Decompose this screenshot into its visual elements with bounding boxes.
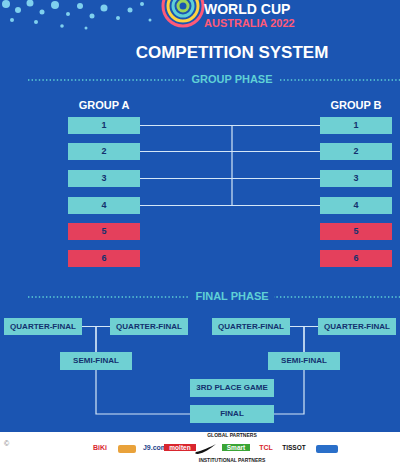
copyright-mark: © (4, 440, 9, 448)
section-heading: FINAL PHASE (190, 290, 273, 303)
logo-subtext: AUSTRALIA 2022 (204, 17, 295, 30)
sponsor-logo: BiKi (93, 444, 107, 452)
sponsor-logo: TISSOT (282, 444, 305, 451)
sponsor-logo: Smart (222, 444, 250, 451)
bracket-line (82, 327, 96, 353)
match-name: QUARTER-FINAL (218, 323, 284, 331)
group-slot-box: 2 (320, 143, 392, 160)
group-heading: GROUP B (330, 99, 381, 112)
group-slot-box: 5 (320, 223, 392, 240)
match-box: QUARTER-FINAL (212, 318, 290, 335)
slot-number: 3 (101, 174, 106, 183)
bracket-line (274, 370, 304, 414)
group-slot-box: 6 (320, 250, 392, 267)
slot-number: 2 (101, 147, 106, 156)
match-name: QUARTER-FINAL (324, 323, 390, 331)
group-link-line (231, 126, 232, 206)
match-name: SEMI-FINAL (73, 357, 119, 365)
bubbles (2, 0, 152, 30)
match-box: FINAL (190, 405, 274, 423)
slot-number: 6 (101, 254, 106, 263)
match-box: 3RD PLACE GAME (190, 379, 274, 397)
match-box: SEMI-FINAL (60, 352, 132, 370)
page-title: COMPETITION SYSTEM (136, 43, 329, 63)
match-box: QUARTER-FINAL (318, 318, 396, 335)
bracket-line (140, 205, 320, 206)
match-name: 3RD PLACE GAME (196, 384, 268, 392)
match-name: QUARTER-FINAL (10, 323, 76, 331)
slot-number: 1 (353, 121, 358, 130)
match-box: QUARTER-FINAL (110, 318, 188, 335)
match-box: QUARTER-FINAL (4, 318, 82, 335)
slot-number: 4 (101, 201, 106, 210)
group-slot-box: 4 (320, 197, 392, 214)
slot-number: 5 (353, 227, 358, 236)
sponsor-logo: TCL (259, 444, 273, 452)
group-slot-box: 1 (320, 117, 392, 134)
sponsor-heading: GLOBAL PARTNERS (207, 433, 257, 439)
bracket-line (140, 151, 320, 152)
sponsor-strip (0, 432, 400, 466)
sponsor-logo (316, 445, 338, 453)
slot-number: 2 (353, 147, 358, 156)
group-heading: GROUP A (79, 99, 130, 112)
slot-number: 4 (353, 201, 358, 210)
slot-number: 1 (101, 121, 106, 130)
logo-text: WORLD CUP (204, 1, 290, 17)
slot-number: 6 (353, 254, 358, 263)
slot-number: 5 (101, 227, 106, 236)
match-box: SEMI-FINAL (268, 352, 340, 370)
slot-number: 3 (353, 174, 358, 183)
group-slot-box: 1 (68, 117, 140, 134)
bracket-line (304, 327, 318, 353)
group-slot-box: 6 (68, 250, 140, 267)
bracket-line (290, 327, 304, 353)
match-name: QUARTER-FINAL (116, 323, 182, 331)
emblem (163, 0, 203, 26)
bracket-line (96, 370, 190, 414)
sponsor-logo: molten (164, 444, 195, 451)
group-slot-box: 5 (68, 223, 140, 240)
sponsor-logo (118, 445, 136, 453)
dotted-rule (28, 80, 400, 297)
section-heading: GROUP PHASE (186, 73, 277, 86)
group-slot-box: 3 (320, 170, 392, 187)
match-name: FINAL (220, 410, 244, 418)
group-slot-box: 3 (68, 170, 140, 187)
sponsor-swoosh (195, 444, 216, 454)
group-slot-box: 2 (68, 143, 140, 160)
sponsor-heading: INSTITUTIONAL PARTNERS (199, 458, 265, 464)
group-slot-box: 4 (68, 197, 140, 214)
match-name: SEMI-FINAL (281, 357, 327, 365)
bracket-line (96, 327, 110, 353)
bracket-line (140, 178, 320, 179)
bracket-line (140, 125, 320, 126)
